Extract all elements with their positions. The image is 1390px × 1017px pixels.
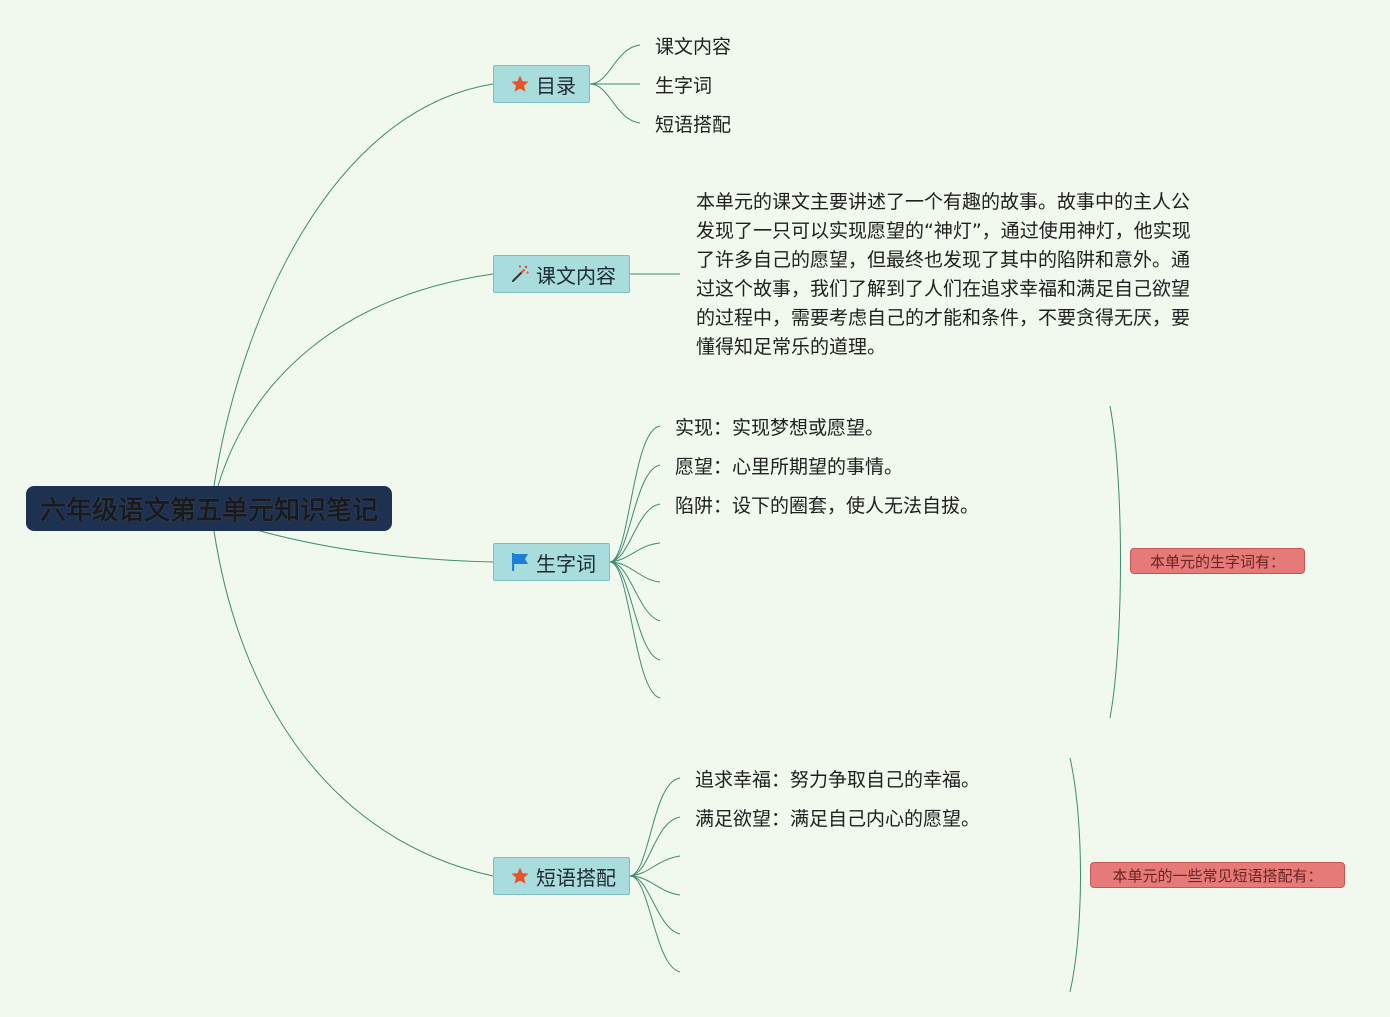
words-summary[interactable]: 本单元的生字词有： [1130,548,1305,574]
connector-catalog-3 [589,83,641,124]
words-summary-label: 本单元的生字词有： [1149,552,1285,571]
phrases-item-1[interactable]: 追求幸福：努力争取自己的幸福。 [695,769,981,791]
connector-words-5 [609,561,661,583]
connector-phrases-6 [629,875,681,973]
flag-icon [510,552,530,572]
connector-words-7 [609,561,661,661]
phrases-summary[interactable]: 本单元的一些常见短语搭配有： [1090,862,1345,888]
star-icon [510,866,530,886]
connector-phrases-5 [629,875,681,935]
root-topic[interactable]: 六年级语文第五单元知识笔记 [26,486,392,531]
root-topic-label: 六年级语文第五单元知识笔记 [39,496,378,526]
connector-phrases-2 [629,816,681,877]
topic-words[interactable]: 生字词 [493,543,610,581]
connector-phrases-3 [629,855,681,877]
phrases-item-2[interactable]: 满足欲望：满足自己内心的愿望。 [695,808,981,830]
topic-phrases[interactable]: 短语搭配 [493,857,630,895]
topic-words-label: 生字词 [536,551,596,576]
connector-words-1 [609,425,661,563]
connector-words-6 [609,561,661,622]
catalog-item-2[interactable]: 生字词 [655,75,713,97]
topic-catalog[interactable]: 目录 [493,65,590,103]
connector-root-words [259,530,494,563]
words-item-1[interactable]: 实现：实现梦想或愿望。 [675,417,885,439]
connector-words-2 [609,464,661,563]
star-icon [510,74,530,94]
catalog-item-1[interactable]: 课文内容 [655,36,732,58]
connector-words-8 [609,561,661,699]
topic-content-label: 课文内容 [536,263,616,288]
summary-bracket-phrases [1069,757,1081,993]
connector-root-phrases [213,530,494,877]
summary-bracket-words [1109,405,1121,719]
magic-wand-icon [510,264,530,284]
connector-words-4 [609,542,661,563]
connector-catalog-1 [589,44,641,85]
topic-phrases-label: 短语搭配 [536,865,616,890]
topic-content[interactable]: 课文内容 [493,255,630,293]
connector-phrases-4 [629,875,681,896]
words-item-3[interactable]: 陷阱：设下的圈套，使人无法自拔。 [675,495,980,517]
content-paragraph[interactable]: 本单元的课文主要讲述了一个有趣的故事。故事中的主人公发现了一只可以实现愿望的“神… [696,191,1191,358]
connector-phrases-1 [629,777,681,877]
catalog-item-3[interactable]: 短语搭配 [655,114,732,136]
topic-catalog-label: 目录 [536,73,576,98]
words-item-2[interactable]: 愿望：心里所期望的事情。 [675,456,904,478]
connector-root-content [217,273,494,487]
phrases-summary-label: 本单元的一些常见短语搭配有： [1112,866,1323,885]
connector-words-3 [609,503,661,563]
connector-root-catalog [213,83,494,487]
